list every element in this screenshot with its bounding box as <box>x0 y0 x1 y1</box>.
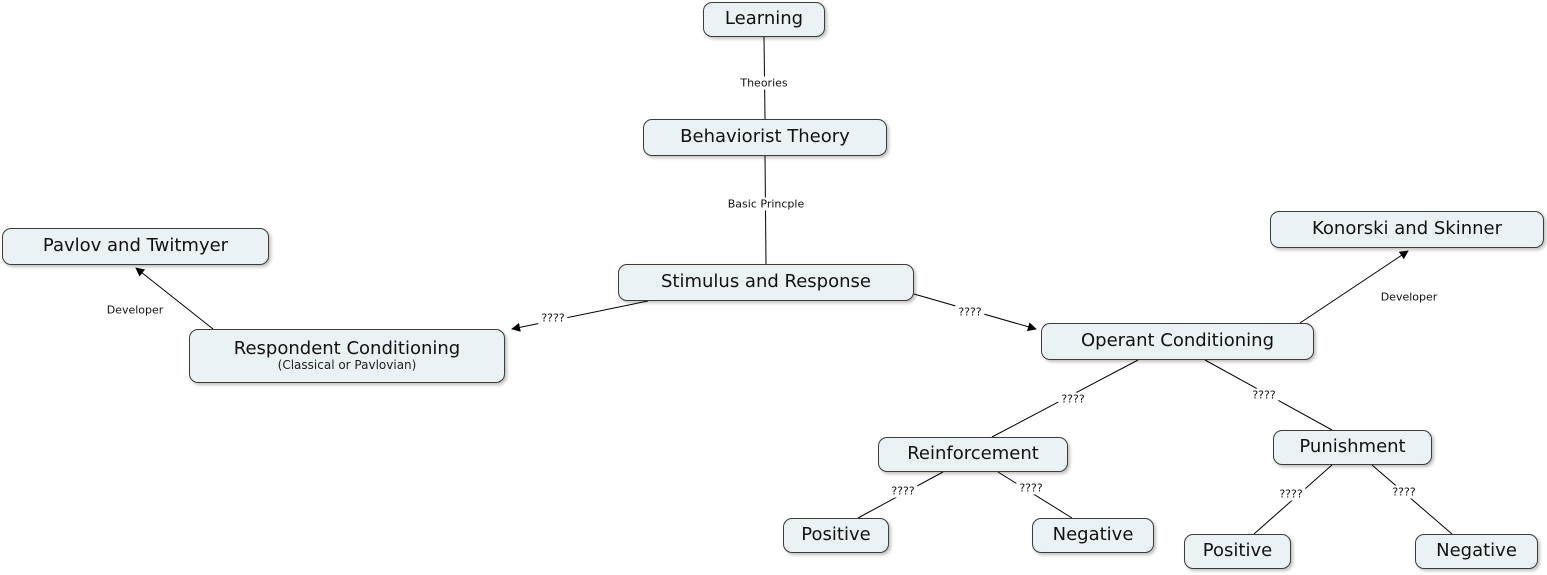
edge-label-punishment-positive[interactable]: ???? <box>1276 487 1306 501</box>
node-punishment-positive[interactable]: Positive <box>1184 534 1291 569</box>
edge-label-respondent-developer[interactable]: Developer <box>103 303 167 317</box>
edge-label-stimulus-operant[interactable]: ???? <box>955 305 985 319</box>
edge-stimulus-respondent <box>511 300 649 332</box>
node-operant-conditioning-label: Operant Conditioning <box>1080 330 1275 352</box>
node-reinforcement-label: Reinforcement <box>907 443 1039 465</box>
node-punishment-negative[interactable]: Negative <box>1415 534 1538 569</box>
edge-label-basic-principle[interactable]: Basic Princple <box>724 197 808 211</box>
edge-operant-konorski <box>1299 250 1409 324</box>
node-stimulus-response-label: Stimulus and Response <box>661 271 871 293</box>
node-behaviorist-theory[interactable]: Behaviorist Theory <box>643 119 887 156</box>
node-konorski-skinner-label: Konorski and Skinner <box>1312 218 1502 240</box>
edge-label-punishment-negative[interactable]: ???? <box>1389 485 1419 499</box>
node-reinforcement-positive-label: Positive <box>801 524 871 546</box>
edge-punishment-negative <box>1371 464 1453 535</box>
node-respondent-conditioning[interactable]: Respondent Conditioning (Classical or Pa… <box>189 329 505 383</box>
node-pavlov-twitmyer[interactable]: Pavlov and Twitmyer <box>2 228 269 265</box>
edge-label-theories[interactable]: Theories <box>737 76 791 90</box>
node-learning[interactable]: Learning <box>703 2 825 37</box>
node-punishment-label: Punishment <box>1299 436 1406 458</box>
node-learning-label: Learning <box>724 8 804 30</box>
node-konorski-skinner[interactable]: Konorski and Skinner <box>1270 211 1544 248</box>
node-punishment-negative-label: Negative <box>1436 540 1517 562</box>
edge-label-operant-reinforcement[interactable]: ???? <box>1058 392 1088 406</box>
edge-label-operant-developer[interactable]: Developer <box>1377 290 1441 304</box>
node-behaviorist-theory-label: Behaviorist Theory <box>680 126 850 148</box>
edge-respondent-pavlov <box>135 267 214 330</box>
edge-label-stimulus-respondent[interactable]: ???? <box>538 311 568 325</box>
edge-label-reinforcement-negative[interactable]: ???? <box>1016 481 1046 495</box>
node-punishment[interactable]: Punishment <box>1273 430 1432 465</box>
node-reinforcement-negative-label: Negative <box>1052 524 1134 546</box>
edge-label-reinforcement-positive[interactable]: ???? <box>888 484 918 498</box>
node-reinforcement-positive[interactable]: Positive <box>783 518 889 553</box>
node-punishment-positive-label: Positive <box>1202 540 1273 562</box>
node-reinforcement-negative[interactable]: Negative <box>1032 518 1154 553</box>
edge-reinforcement-negative <box>997 471 1073 519</box>
node-pavlov-twitmyer-label: Pavlov and Twitmyer <box>42 235 229 257</box>
node-stimulus-response[interactable]: Stimulus and Response <box>618 264 914 301</box>
node-reinforcement[interactable]: Reinforcement <box>878 437 1068 472</box>
edge-label-operant-punishment[interactable]: ???? <box>1249 388 1279 402</box>
node-respondent-conditioning-sublabel: (Classical or Pavlovian) <box>277 358 417 373</box>
node-respondent-conditioning-label: Respondent Conditioning <box>233 337 461 359</box>
node-operant-conditioning[interactable]: Operant Conditioning <box>1041 323 1314 360</box>
